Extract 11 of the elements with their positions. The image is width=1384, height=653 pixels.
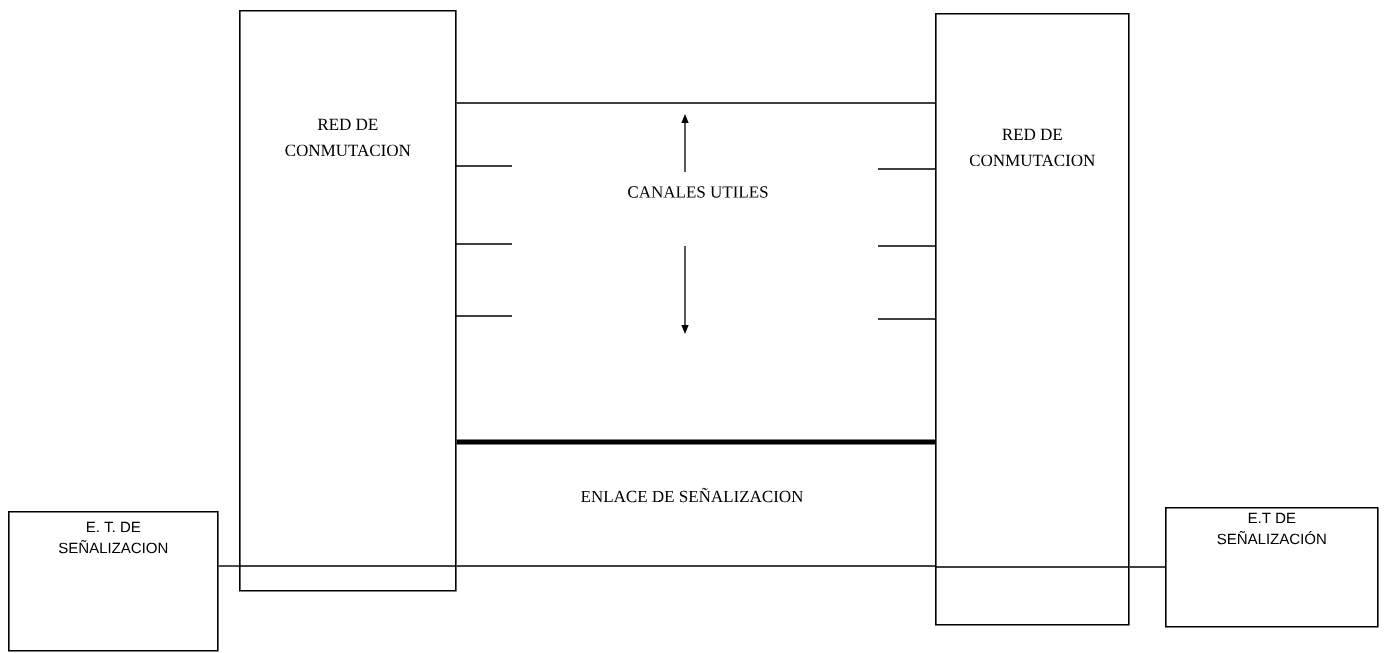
edge-label: ENLACE DE SEÑALIZACION	[581, 487, 804, 503]
connector-line	[455, 565, 936, 567]
connector-line	[1128, 566, 1166, 568]
connector-line	[217, 565, 240, 567]
signaling-terminal-box: E.T DE SEÑALIZACIÓN	[1165, 507, 1379, 628]
switching-network-box: RED DE CONMUTACION	[935, 13, 1130, 626]
channel-label: CANALES UTILES	[628, 186, 768, 198]
connector-line	[456, 439, 935, 445]
connector-line	[455, 102, 936, 104]
switching-network-box: RED DE CONMUTACION	[239, 10, 457, 592]
signaling-terminal-box: E. T. DE SEÑALIZACION	[8, 511, 219, 652]
